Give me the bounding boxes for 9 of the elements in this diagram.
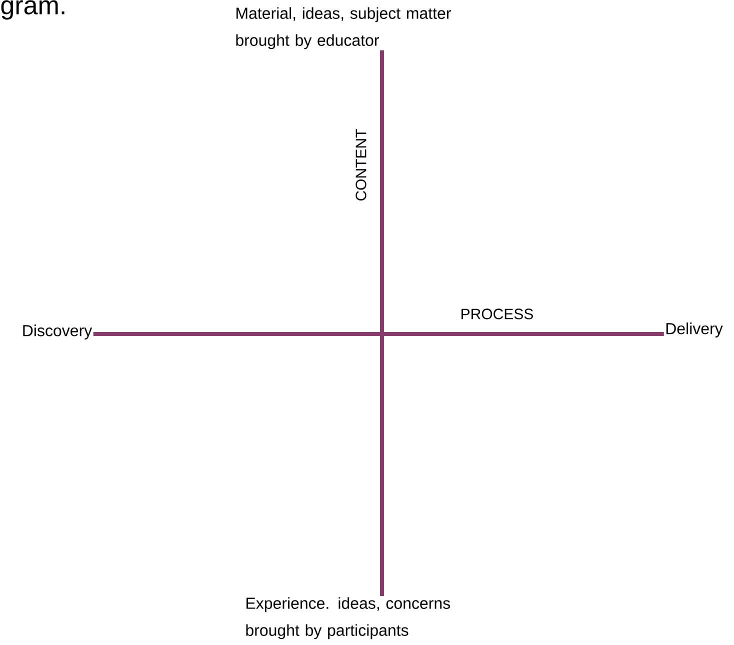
axis-title: CONTENT <box>356 129 366 200</box>
axis-end-label: Experience. ideas, concerns brought by participants <box>246 597 450 640</box>
axis-line <box>380 50 384 596</box>
axis-title: PROCESS <box>462 308 533 320</box>
axis-end-label: Material, ideas, subject matter brought by educator <box>236 7 451 50</box>
heading-fragment: gram. <box>1 0 64 20</box>
axis-end-label: Discovery <box>23 324 92 340</box>
axis-line <box>93 332 664 336</box>
axis-end-label: Delivery <box>666 322 723 338</box>
